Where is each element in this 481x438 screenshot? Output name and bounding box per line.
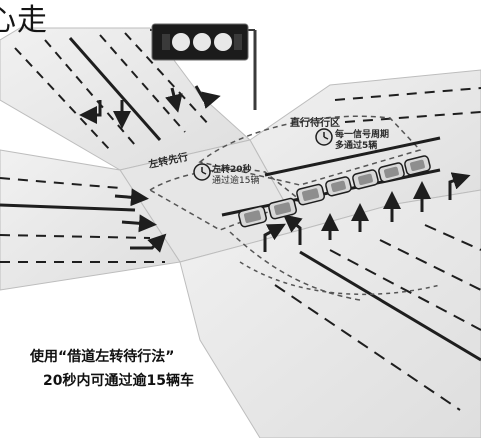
waiting-zone-outlines xyxy=(148,115,422,301)
label-per-signal-line2: 多通过5辆 xyxy=(335,141,378,151)
car-icon xyxy=(325,176,352,197)
left-turn-waiting-cars xyxy=(238,183,325,228)
label-left-20s: 左转20秒 通过逾15辆 xyxy=(212,165,259,187)
car-icon xyxy=(296,183,325,206)
car-icon xyxy=(238,205,267,228)
car-icon xyxy=(268,197,297,220)
caption-line2: 20秒内可通过逾15辆车 xyxy=(43,373,194,389)
car-icon xyxy=(352,169,379,190)
label-straight-wait: 直行待行区 xyxy=(290,118,340,129)
corner-title: 心走 xyxy=(0,3,48,38)
south-dashed-diversion xyxy=(239,261,441,296)
clock-icon xyxy=(315,128,333,146)
label-left-20s-line1: 左转20秒 xyxy=(212,165,252,175)
west-lane-arrows xyxy=(114,188,167,253)
west-lane-markings xyxy=(0,177,165,263)
caption: 使用“借道左转待行法” 20秒内可通过逾15辆车 xyxy=(30,345,194,393)
label-per-signal: 每一信号周期 多通过5辆 xyxy=(335,130,389,152)
east-lane-markings xyxy=(334,87,481,123)
north-lane-markings xyxy=(14,32,211,151)
label-per-signal-line1: 每一信号周期 xyxy=(335,130,390,140)
north-lane-arrows xyxy=(79,85,221,129)
clock-icon xyxy=(193,163,211,181)
caption-line1: 使用“借道左转待行法” xyxy=(30,349,175,365)
label-left-20s-line2: 通过逾15辆 xyxy=(212,176,260,186)
straight-waiting-cars xyxy=(325,155,431,197)
traffic-light-icon xyxy=(150,23,257,110)
car-icon xyxy=(404,155,431,176)
car-icon xyxy=(378,162,405,183)
south-lane-arrows xyxy=(263,172,471,252)
